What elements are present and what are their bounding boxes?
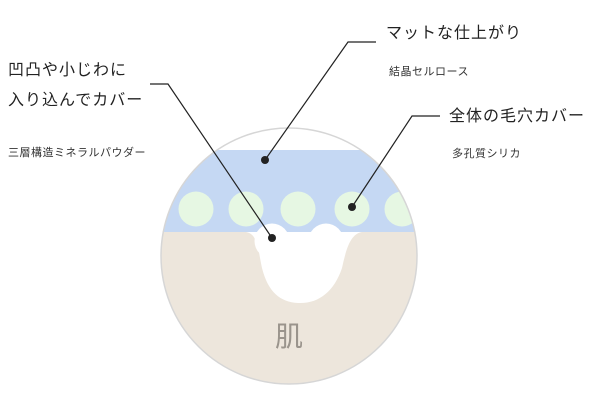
callout-left-title-line1: 凹凸や小じわに [8, 60, 128, 79]
leader-dot-left [268, 234, 276, 242]
cellulose-particle [308, 223, 344, 259]
callout-right-title: 全体の毛穴カバー [449, 106, 586, 125]
callout-left-subtitle: 三層構造ミネラルパウダー [8, 146, 146, 159]
mineral-powder-particle [280, 191, 316, 227]
callout-top-subtitle: 結晶セルロース [389, 65, 469, 78]
leader-lines [150, 41, 440, 239]
diagram-circle-outline [160, 127, 418, 385]
cellulose-particle [280, 261, 316, 297]
callout-right-subtitle: 多孔質シリカ [452, 147, 521, 160]
leader-line-right [351, 115, 440, 208]
leader-line-left [150, 83, 273, 239]
skin-area [161, 232, 417, 384]
leader-dot-top [261, 156, 269, 164]
mineral-powder-particle [228, 191, 264, 227]
callout-left-title-line2: 入り込んでカバー [8, 90, 144, 109]
skin-label: 肌 [275, 320, 303, 353]
leader-dots [261, 156, 356, 242]
mineral-powder-particle [178, 191, 214, 227]
leader-line-top [264, 41, 376, 161]
leader-dot-right [348, 203, 356, 211]
callout-top-title: マットな仕上がり [386, 23, 523, 42]
